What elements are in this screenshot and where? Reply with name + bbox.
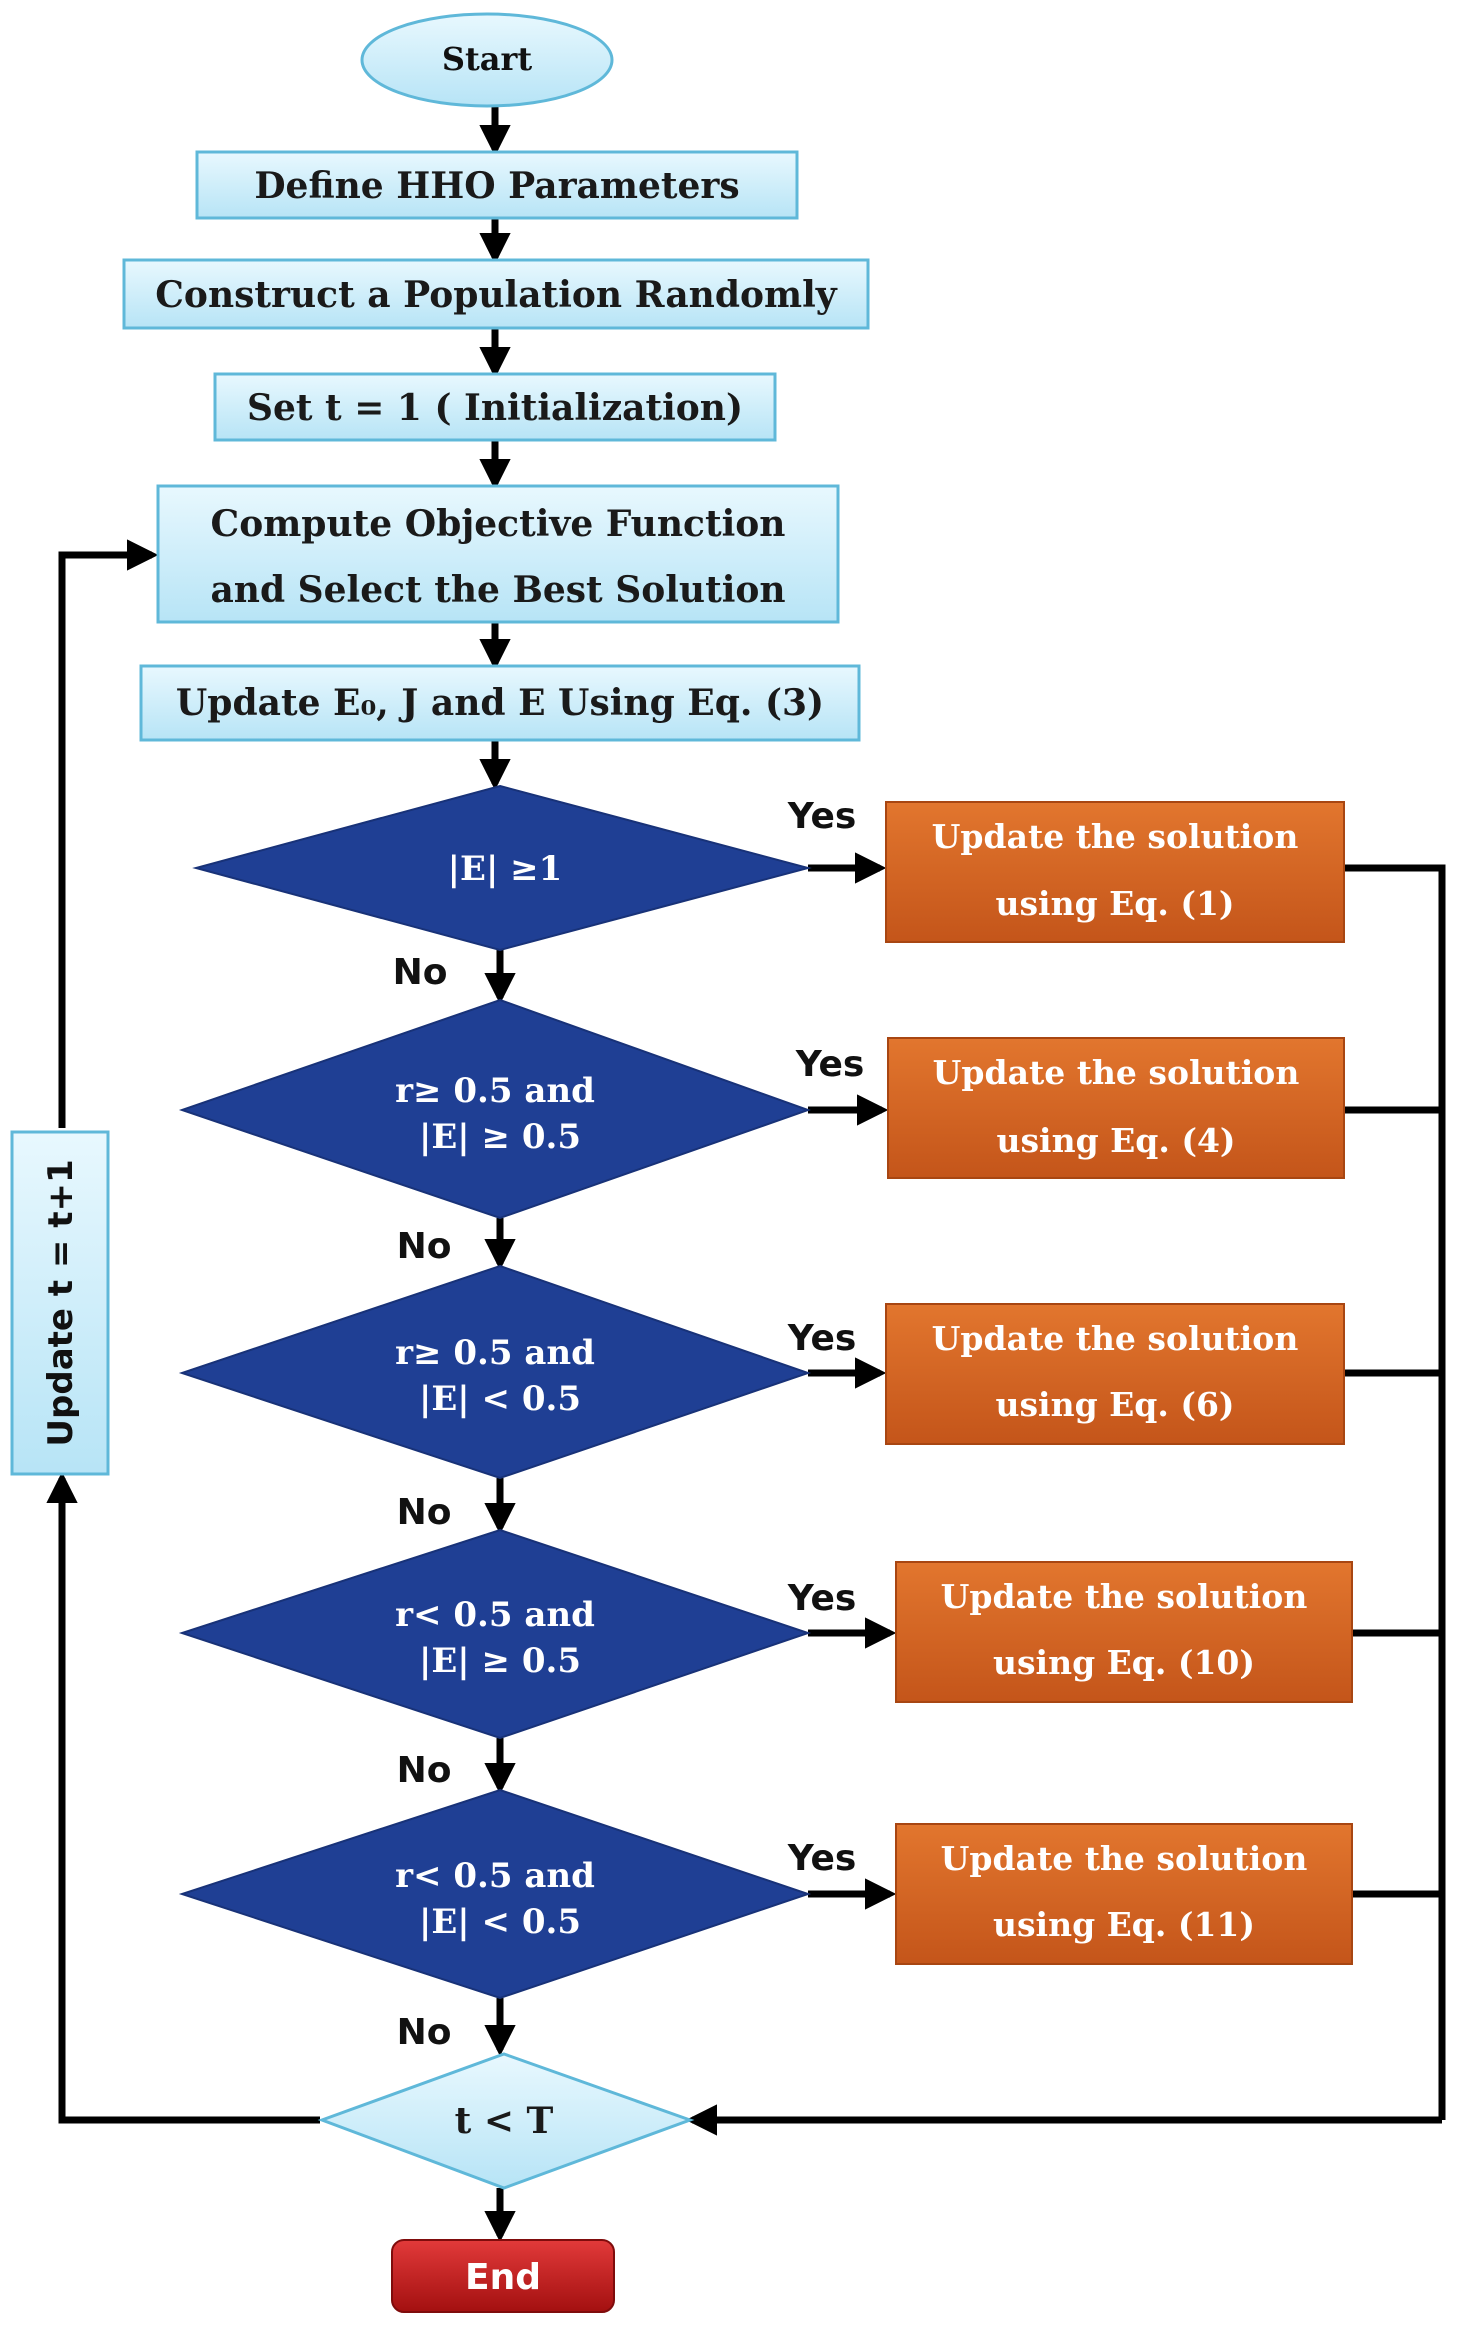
condition-line1: |E| ≥1 xyxy=(448,849,563,889)
no-label: No xyxy=(397,1750,452,1791)
update-line2: using Eq. (6) xyxy=(995,1385,1234,1424)
step-label: Set t = 1 ( Initialization) xyxy=(247,387,743,429)
update-box-eq1: Update the solution using Eq. (1) xyxy=(885,801,1345,943)
end-node: End xyxy=(391,2239,615,2313)
update-box-eq4: Update the solution using Eq. (4) xyxy=(887,1037,1345,1179)
connectors xyxy=(46,100,1446,2243)
step-update-energy: Update E₀, J and E Using Eq. (3) xyxy=(139,664,861,742)
update-line1: Update the solution xyxy=(933,1053,1300,1092)
yes-label: Yes xyxy=(787,1578,857,1619)
step-initialization: Set t = 1 ( Initialization) xyxy=(213,372,777,442)
decision-2: r≥ 0.5 and |E| ≥ 0.5 xyxy=(178,998,811,1220)
step-label: Construct a Population Randomly xyxy=(155,274,837,316)
decision-1: |E| ≥1 xyxy=(192,784,812,952)
decision-4: r< 0.5 and |E| ≥ 0.5 xyxy=(178,1528,812,1740)
step-label-line2: and Select the Best Solution xyxy=(210,569,785,611)
condition-line1: r≥ 0.5 and xyxy=(395,1071,595,1111)
condition-line2: |E| ≥ 0.5 xyxy=(419,1641,581,1681)
step-define-params: Define HHO Parameters xyxy=(195,150,799,220)
update-line2: using Eq. (4) xyxy=(996,1121,1235,1160)
update-line2: using Eq. (1) xyxy=(995,884,1234,923)
update-line2: using Eq. (11) xyxy=(993,1905,1255,1944)
no-label: No xyxy=(397,1492,452,1533)
step-construct-population: Construct a Population Randomly xyxy=(122,258,870,330)
update-box-eq11: Update the solution using Eq. (11) xyxy=(895,1823,1353,1965)
condition-line1: r≥ 0.5 and xyxy=(395,1333,595,1373)
start-label: Start xyxy=(442,40,532,78)
condition-line2: |E| ≥ 0.5 xyxy=(419,1117,581,1157)
end-label: End xyxy=(465,2257,541,2298)
step-label: Update E₀, J and E Using Eq. (3) xyxy=(176,682,824,724)
update-line1: Update the solution xyxy=(941,1839,1308,1878)
condition-line2: |E| < 0.5 xyxy=(419,1379,581,1419)
yes-label: Yes xyxy=(795,1044,865,1085)
step-compute-objective: Compute Objective Function and Select th… xyxy=(156,484,840,624)
yes-label: Yes xyxy=(787,1318,857,1359)
no-label: No xyxy=(397,1226,452,1267)
condition-line1: r< 0.5 and xyxy=(395,1856,595,1896)
loop-condition: t < T xyxy=(317,2052,695,2190)
update-line1: Update the solution xyxy=(932,1319,1299,1358)
yes-label: Yes xyxy=(787,1838,857,1879)
update-box-eq10: Update the solution using Eq. (10) xyxy=(895,1561,1353,1703)
update-box-eq6: Update the solution using Eq. (6) xyxy=(885,1303,1345,1445)
yes-label: Yes xyxy=(787,796,857,837)
loop-update-label: Update t = t+1 xyxy=(41,1159,81,1446)
step-label: Define HHO Parameters xyxy=(254,165,739,207)
update-line1: Update the solution xyxy=(941,1577,1308,1616)
condition-line1: r< 0.5 and xyxy=(395,1595,595,1635)
decision-3: r≥ 0.5 and |E| < 0.5 xyxy=(178,1264,812,1480)
step-label-line1: Compute Objective Function xyxy=(211,503,786,545)
update-line2: using Eq. (10) xyxy=(993,1643,1255,1682)
loop-update-box: Update t = t+1 xyxy=(10,1130,110,1476)
loop-condition-label: t < T xyxy=(455,2100,554,2142)
no-label: No xyxy=(393,952,448,993)
start-node: Start xyxy=(360,12,614,108)
decision-5: r< 0.5 and |E| < 0.5 xyxy=(178,1788,812,2000)
no-label: No xyxy=(397,2012,452,2053)
condition-line2: |E| < 0.5 xyxy=(419,1902,581,1942)
update-line1: Update the solution xyxy=(932,817,1299,856)
